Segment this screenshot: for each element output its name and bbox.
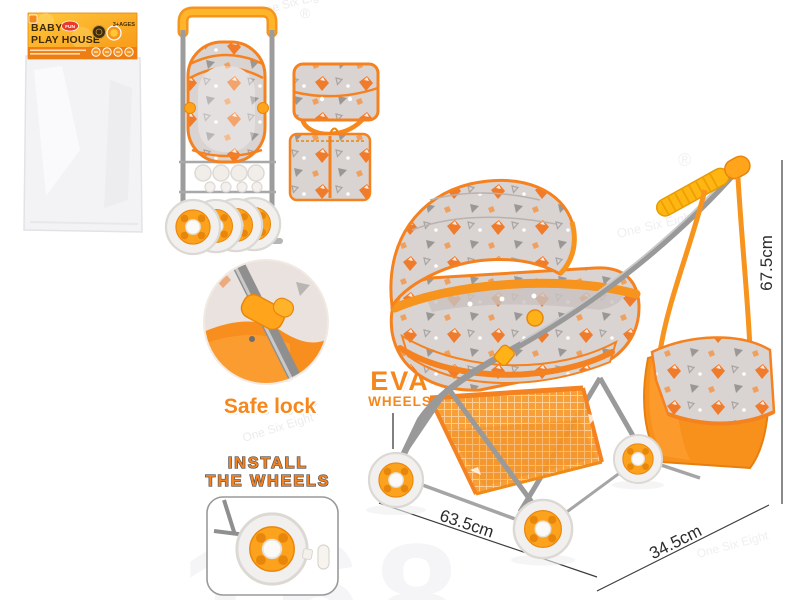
warning-icons bbox=[91, 47, 134, 57]
brand-logo bbox=[28, 14, 38, 24]
folded-stroller bbox=[164, 6, 283, 256]
hubcap-set bbox=[194, 164, 265, 193]
quality-seal-icon bbox=[92, 25, 106, 39]
canopy bbox=[389, 179, 577, 311]
dimension-line-length bbox=[378, 502, 598, 578]
install-label: INSTALL THE WHEELS bbox=[205, 454, 331, 490]
eva-wheels-shadow: WHEELS bbox=[370, 396, 434, 411]
dimension-height: 67.5cm bbox=[757, 235, 776, 291]
eva-text: EVA bbox=[370, 366, 430, 396]
axle-pin bbox=[302, 548, 313, 560]
install-inset bbox=[206, 496, 339, 596]
shoulder-bag bbox=[292, 62, 380, 137]
package-title-line2: PLAY HOUSE bbox=[31, 34, 100, 46]
handle-tube bbox=[396, 166, 741, 466]
safe-lock-text: Safe lock bbox=[224, 395, 317, 418]
package-title-line1: BABY bbox=[31, 22, 63, 34]
carry-bag bbox=[643, 177, 776, 470]
handle-grip bbox=[655, 155, 751, 217]
folded-bag bbox=[288, 127, 372, 202]
eva-label: EVA EVA WHEELS WHEELS bbox=[366, 364, 434, 449]
package-header-card: BABY PLAY HOUSE FUN 3+AGES bbox=[27, 12, 138, 60]
lock-clamp-icon bbox=[240, 293, 295, 331]
fun-badge-label: FUN bbox=[65, 24, 75, 30]
watermark-brand: One Six Eight bbox=[695, 528, 770, 561]
wheel-stack bbox=[164, 196, 282, 256]
safe-lock-label: Safe lock Safe lock bbox=[222, 393, 319, 421]
side-lock-icon bbox=[257, 102, 269, 114]
install-text-1: INSTALL bbox=[228, 455, 308, 472]
dimension-lines bbox=[378, 160, 783, 592]
lock-clamp-icon bbox=[493, 344, 515, 367]
bassinet-folded bbox=[184, 40, 269, 164]
install-text-2: THE WHEELS bbox=[206, 473, 331, 490]
age-badge: 3+AGES bbox=[113, 22, 135, 28]
round-badge-icon bbox=[106, 25, 122, 41]
side-lock-icon bbox=[184, 102, 196, 114]
eva-wheels-text: WHEELS bbox=[368, 394, 432, 409]
safe-lock-shadow: Safe lock bbox=[226, 397, 319, 420]
safe-lock-inset bbox=[203, 259, 329, 385]
wheel bbox=[612, 433, 664, 485]
dimension-depth: 34.5cm bbox=[646, 521, 704, 563]
registered-mark: ® bbox=[300, 5, 311, 21]
wheel bbox=[367, 451, 425, 509]
wheel bbox=[512, 498, 574, 560]
dimension-line-depth bbox=[596, 504, 770, 592]
fun-badge: FUN bbox=[61, 20, 79, 32]
bassinet bbox=[389, 266, 641, 392]
hubcap bbox=[317, 544, 330, 570]
main-stroller bbox=[366, 155, 776, 566]
registered-mark: ® bbox=[678, 150, 691, 170]
wheel bbox=[235, 512, 309, 586]
lock-clamp-icon bbox=[526, 309, 544, 327]
package-bag bbox=[23, 55, 143, 233]
